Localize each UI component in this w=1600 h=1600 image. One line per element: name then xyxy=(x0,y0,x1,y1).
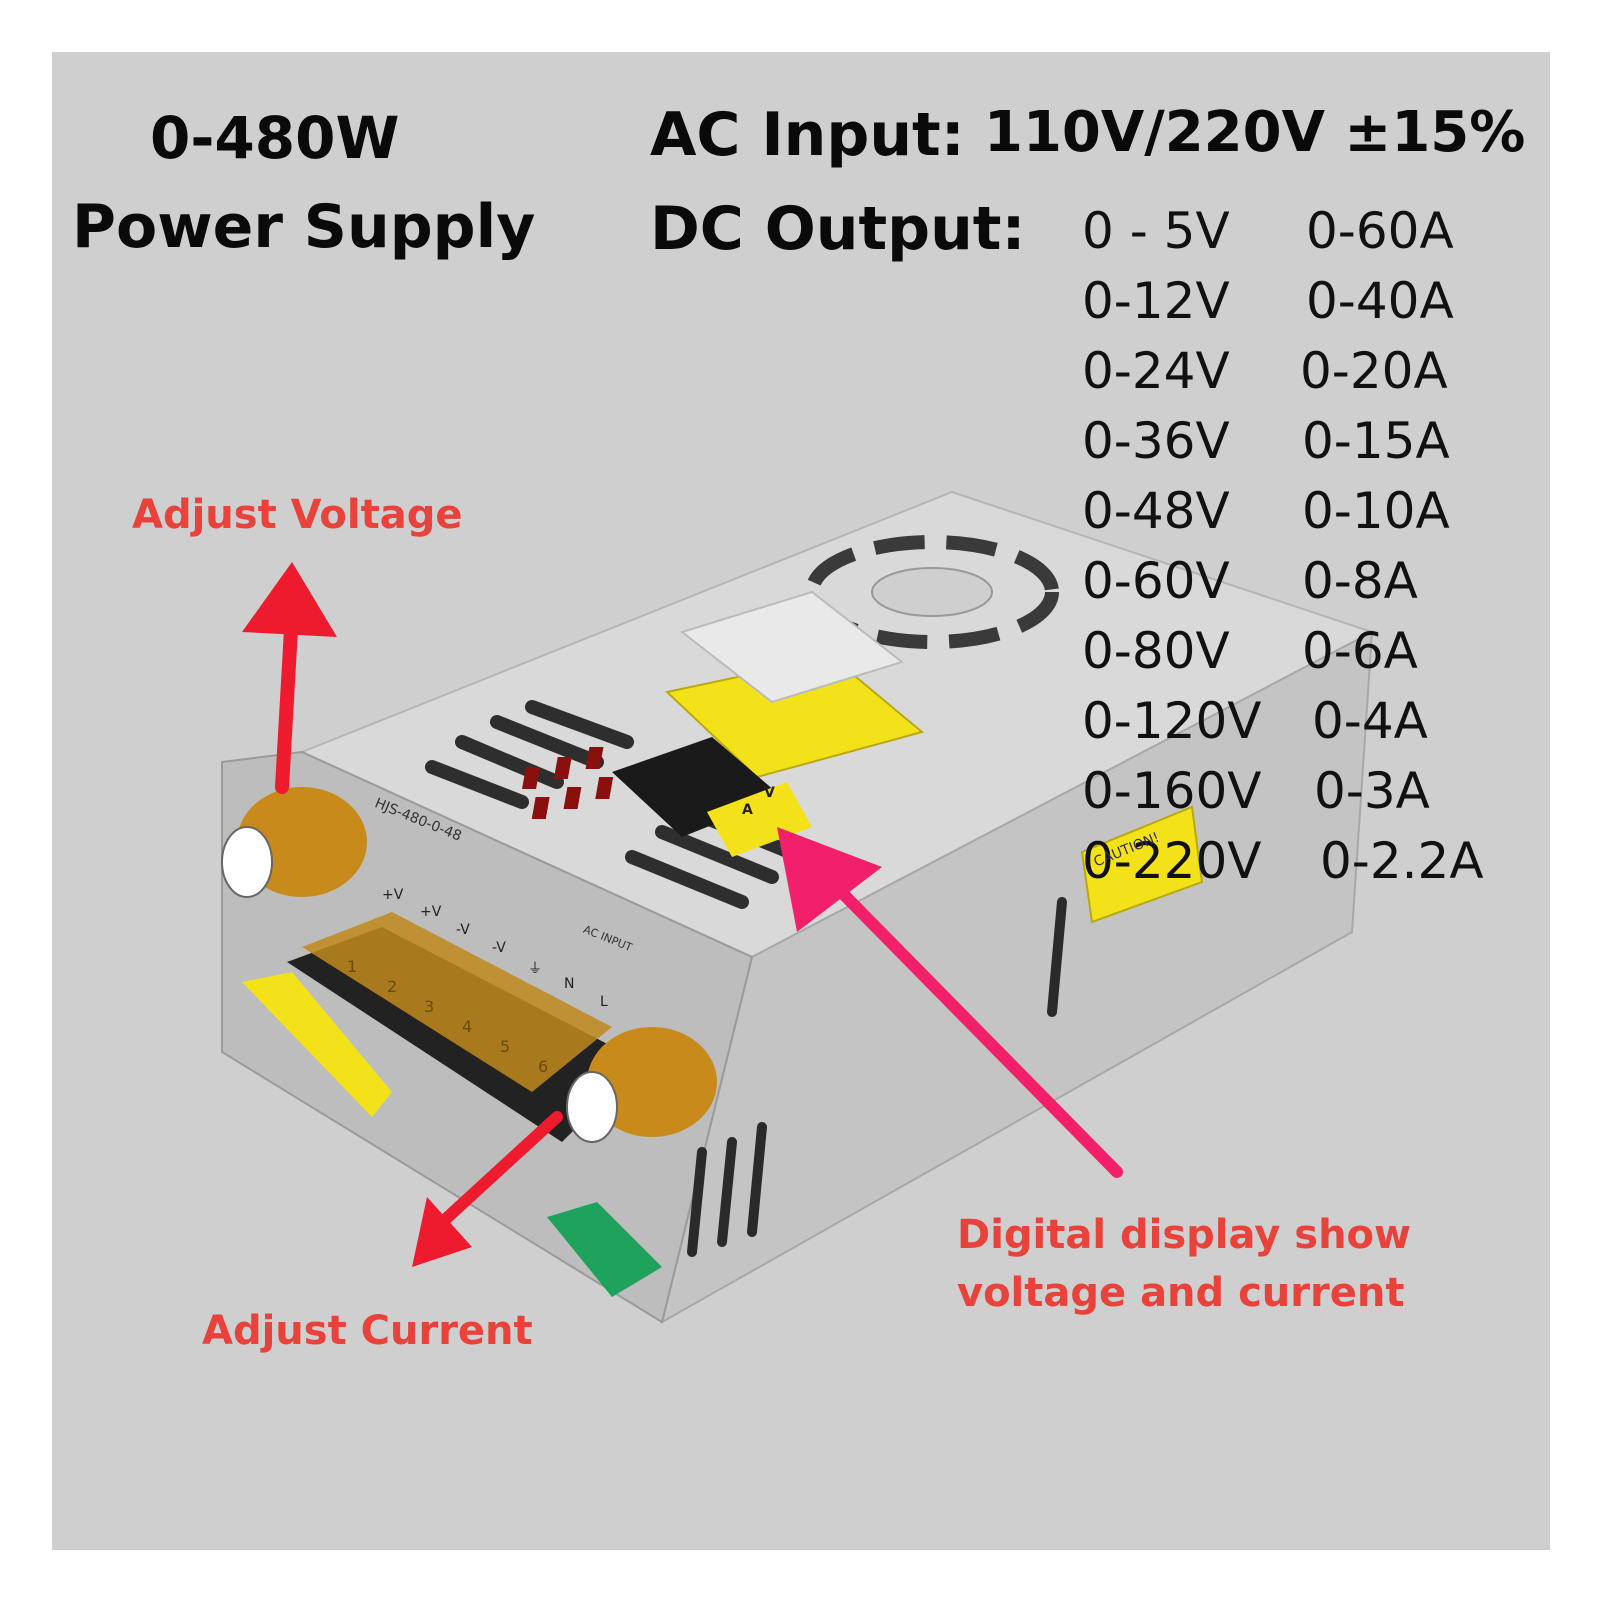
output-row: 0-220V 0-2.2A xyxy=(1082,832,1484,890)
product-image-canvas: 0-480W Power Supply AC Input: 110V/220V … xyxy=(52,52,1550,1550)
output-voltage: 0-60V xyxy=(1082,552,1230,610)
green-connector xyxy=(547,1202,662,1297)
output-row: 0-48V 0-10A xyxy=(1082,482,1450,540)
instruction-sticker xyxy=(679,590,905,704)
output-row: 0-24V 0-20A xyxy=(1082,342,1448,400)
arrow-adjust-current xyxy=(412,1111,563,1267)
terminal-label: N xyxy=(564,976,575,992)
terminal-number: 5 xyxy=(500,1037,511,1056)
display-unit-a: A xyxy=(742,802,753,818)
terminal-label: L xyxy=(600,994,608,1010)
callout-display-line1: Digital display show xyxy=(957,1212,1411,1258)
terminal-number: 3 xyxy=(424,997,435,1016)
terminal-label: -V xyxy=(456,922,470,938)
caution-label xyxy=(1080,805,1204,924)
headline-power: 0-480W xyxy=(150,104,400,172)
digital-display xyxy=(522,737,812,857)
output-current: 0-60A xyxy=(1306,202,1454,260)
output-current: 0-40A xyxy=(1306,272,1454,330)
voltage-adjust-knob xyxy=(221,787,367,898)
output-row: 0-120V 0-4A xyxy=(1082,692,1428,750)
output-voltage: 0-120V xyxy=(1082,692,1262,750)
output-row: 0-12V 0-40A xyxy=(1082,272,1454,330)
callout-adjust-current: Adjust Current xyxy=(202,1308,533,1354)
output-row: 0-60V 0-8A xyxy=(1082,552,1418,610)
output-voltage: 0-24V xyxy=(1082,342,1230,400)
terminal-block xyxy=(287,912,642,1142)
output-voltage: 0-48V xyxy=(1082,482,1230,540)
arrow-digital-display xyxy=(777,827,1123,1178)
ac-input-value: 110V/220V ±15% xyxy=(984,100,1526,165)
terminal-number: 6 xyxy=(538,1057,549,1076)
callout-display-line2: voltage and current xyxy=(957,1270,1405,1316)
output-voltage: 0-80V xyxy=(1082,622,1230,680)
current-adjust-knob xyxy=(566,1027,717,1143)
callout-adjust-voltage: Adjust Voltage xyxy=(132,492,463,538)
output-current: 0-8A xyxy=(1302,552,1418,610)
output-current: 0-20A xyxy=(1300,342,1448,400)
terminal-number: 1 xyxy=(347,957,358,976)
output-current: 0-15A xyxy=(1302,412,1450,470)
dc-output-label: DC Output: xyxy=(650,194,1026,264)
output-voltage: 0-220V xyxy=(1082,832,1262,890)
yellow-side-tab xyxy=(242,972,392,1117)
headline-product: Power Supply xyxy=(72,192,536,262)
output-voltage: 0-36V xyxy=(1082,412,1230,470)
power-supply-illustration xyxy=(221,490,1375,1325)
output-row: 0 - 5V 0-60A xyxy=(1082,202,1454,260)
terminal-number: 4 xyxy=(462,1017,473,1036)
output-current: 0-4A xyxy=(1312,692,1428,750)
terminal-label: ⏚ xyxy=(528,961,542,977)
output-voltage: 0 - 5V xyxy=(1082,202,1230,260)
terminal-label: -V xyxy=(492,940,506,956)
arrow-adjust-voltage xyxy=(242,562,337,794)
display-unit-v: V xyxy=(764,785,775,801)
output-row: 0-160V 0-3A xyxy=(1082,762,1430,820)
terminal-number: 2 xyxy=(387,977,398,996)
output-current: 0-2.2A xyxy=(1320,832,1484,890)
output-row: 0-80V 0-6A xyxy=(1082,622,1418,680)
output-current: 0-6A xyxy=(1302,622,1418,680)
side-vent-slots xyxy=(687,897,1067,1257)
output-voltage: 0-160V xyxy=(1082,762,1262,820)
top-vent-slots xyxy=(425,700,809,909)
fan-grille xyxy=(805,535,1059,649)
output-current: 0-3A xyxy=(1314,762,1430,820)
ac-input-label: AC Input: xyxy=(650,100,965,170)
output-voltage: 0-12V xyxy=(1082,272,1230,330)
output-current: 0-10A xyxy=(1302,482,1450,540)
output-row: 0-36V 0-15A xyxy=(1082,412,1450,470)
terminal-label: +V xyxy=(382,887,404,903)
terminal-label: +V xyxy=(420,904,442,920)
